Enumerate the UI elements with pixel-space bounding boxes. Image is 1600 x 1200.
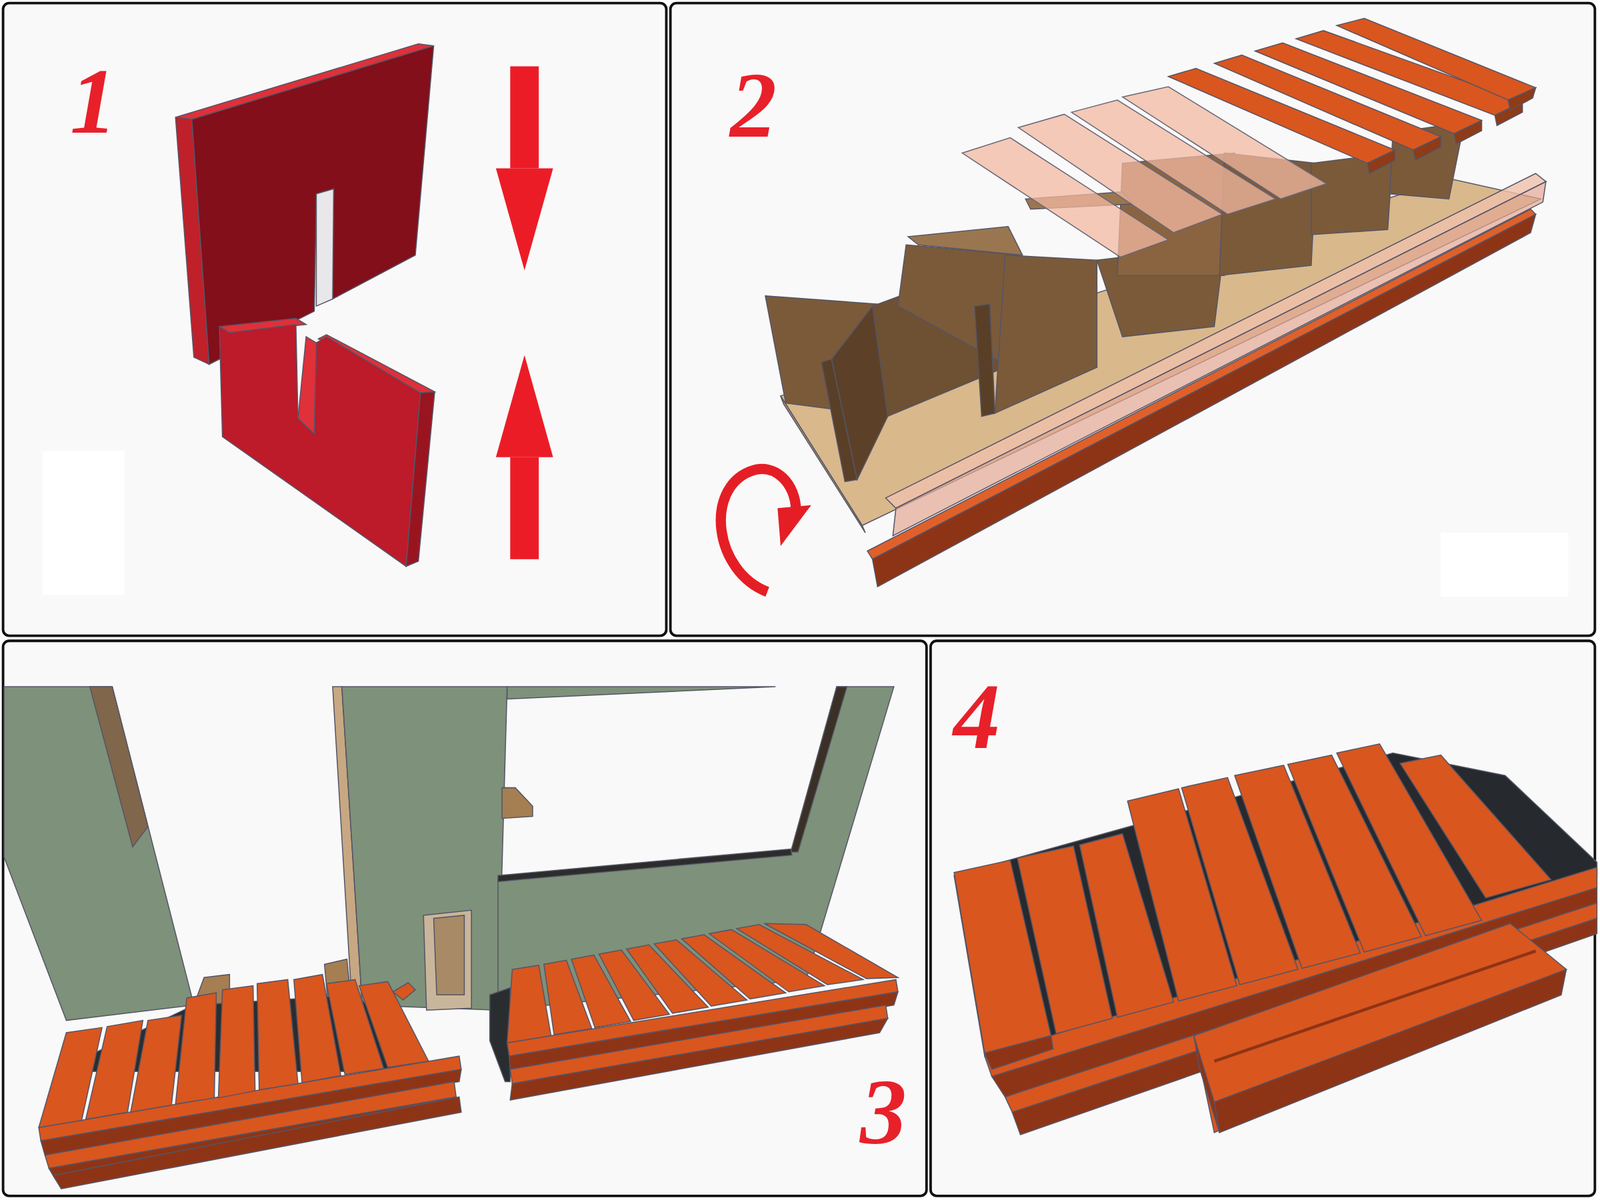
callout-number: 2	[730, 58, 777, 152]
bench-closeup	[954, 744, 1597, 1135]
blank-patch	[42, 451, 124, 596]
slot-joint	[175, 44, 435, 567]
direction-arrows	[496, 66, 554, 559]
callout-number: 4	[953, 670, 1000, 764]
flip-arrowhead	[777, 505, 812, 546]
bench-left	[38, 974, 462, 1189]
panel-frames	[3, 3, 1596, 1196]
callout-number: 1	[70, 54, 117, 148]
bench-right	[507, 923, 898, 1100]
blank-patch	[1440, 532, 1568, 597]
bench-frame	[765, 18, 1546, 588]
callout-number: 3	[860, 1065, 907, 1159]
